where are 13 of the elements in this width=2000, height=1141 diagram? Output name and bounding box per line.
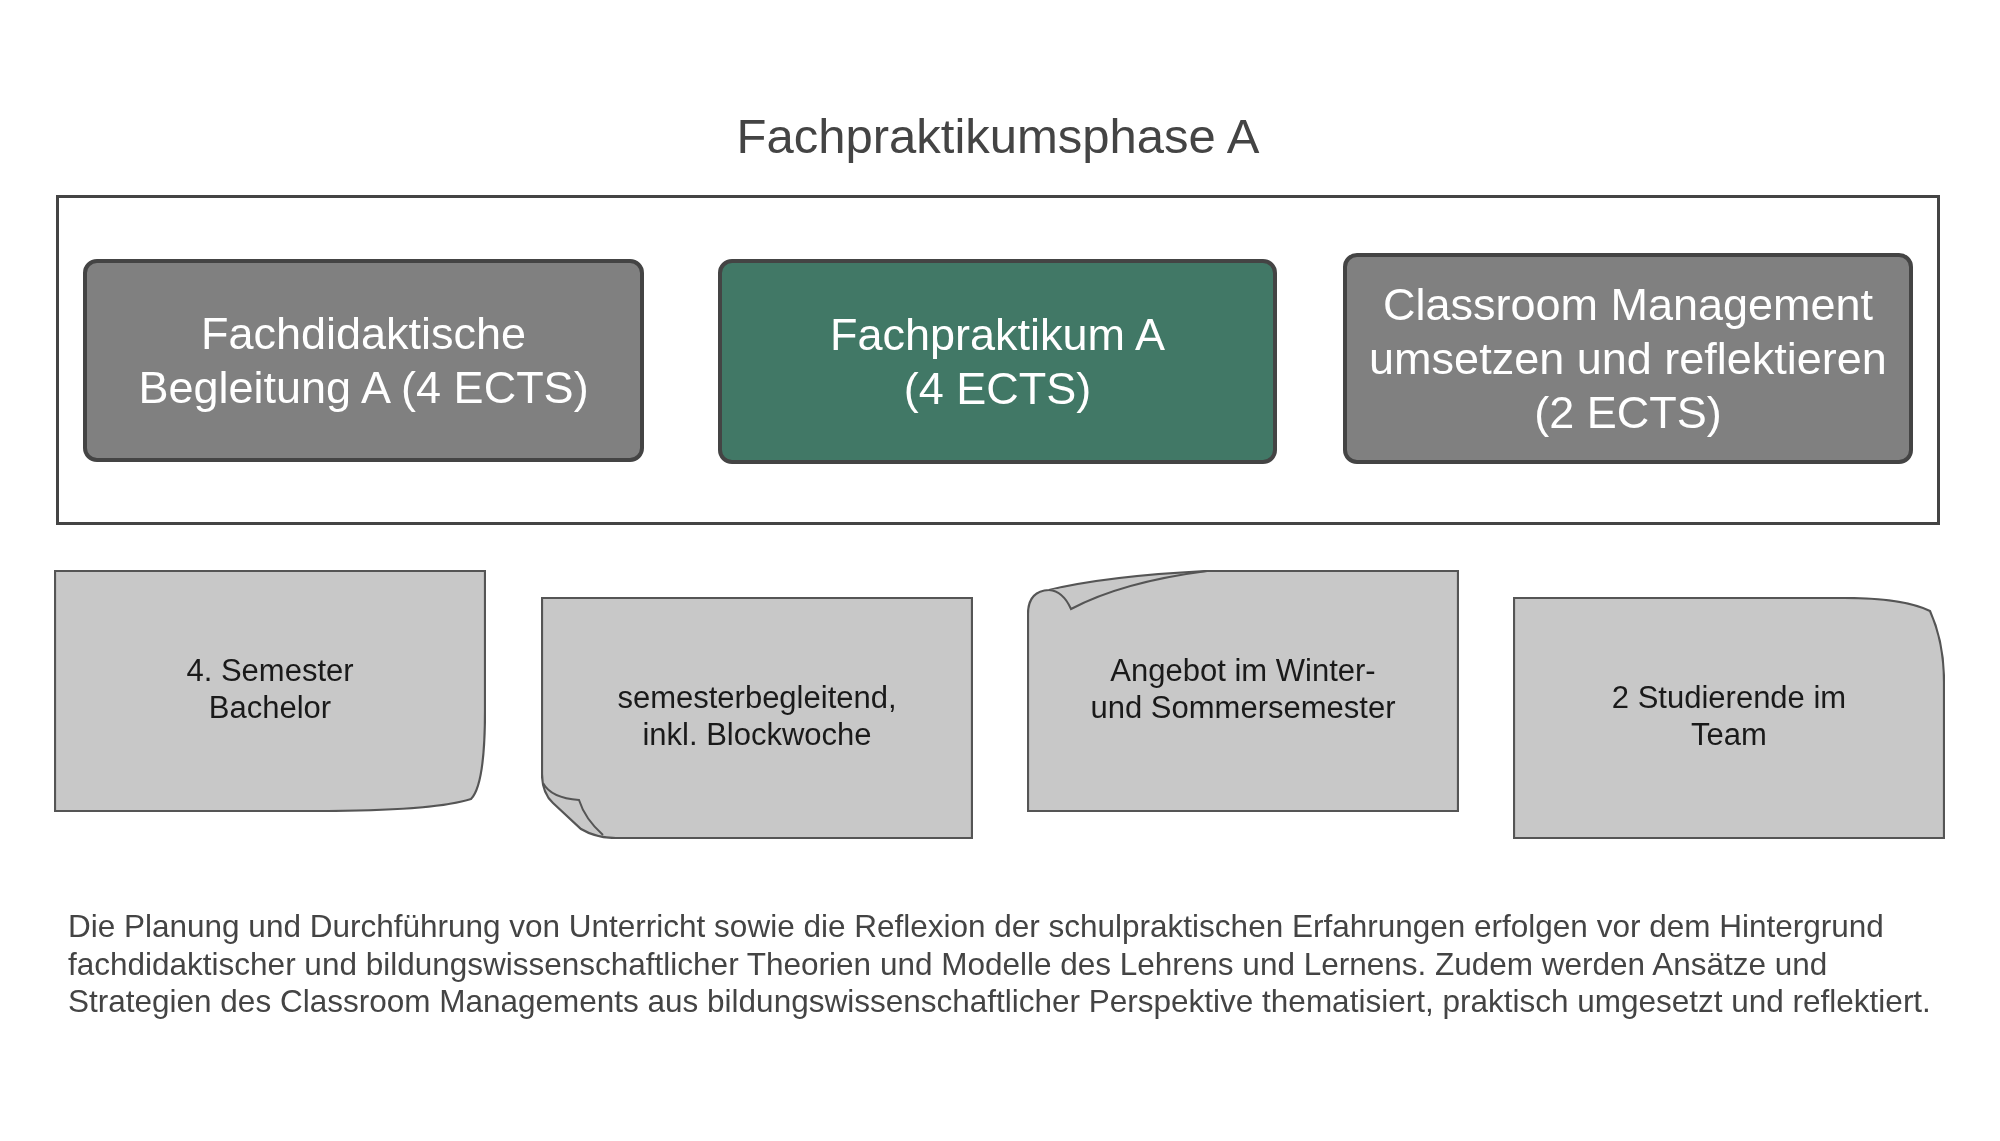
note-text: Angebot im Winter- und Sommersemester	[1090, 652, 1396, 726]
note-text: semesterbegleitend, inkl. Blockwoche	[616, 679, 898, 753]
course-title: Fachpraktikum A (4 ECTS)	[829, 307, 1166, 416]
note-text: 4. Semester Bachelor	[185, 652, 355, 726]
description-text: Die Planung und Durchführung von Unterricht sowie die Reflexion der schulpraktischen Erfahrungen erfolgen vor dem Hintergrund fachdidaktischer und bildungswissenschaftlicher Theorien und Modelle des Lehrens und Lernens. Zudem werden Ansätze und Strategien des Classroom Managements aus bildungswissenschaftlicher Perspektive thematisiert, praktisch umgesetzt und reflektiert.	[68, 908, 1932, 1021]
course-card	[1343, 253, 1913, 464]
group-frame	[56, 195, 1940, 525]
course-card	[718, 259, 1277, 464]
note-text: 2 Studierende im Team	[1611, 679, 1847, 753]
course-title: Classroom Management umsetzen und reflektieren (2 ECTS)	[1368, 277, 1888, 440]
course-title: Fachdidaktische Begleitung A (4 ECTS)	[137, 306, 590, 415]
course-card	[83, 259, 644, 462]
diagram-title: Fachpraktikumsphase A	[736, 108, 1260, 165]
